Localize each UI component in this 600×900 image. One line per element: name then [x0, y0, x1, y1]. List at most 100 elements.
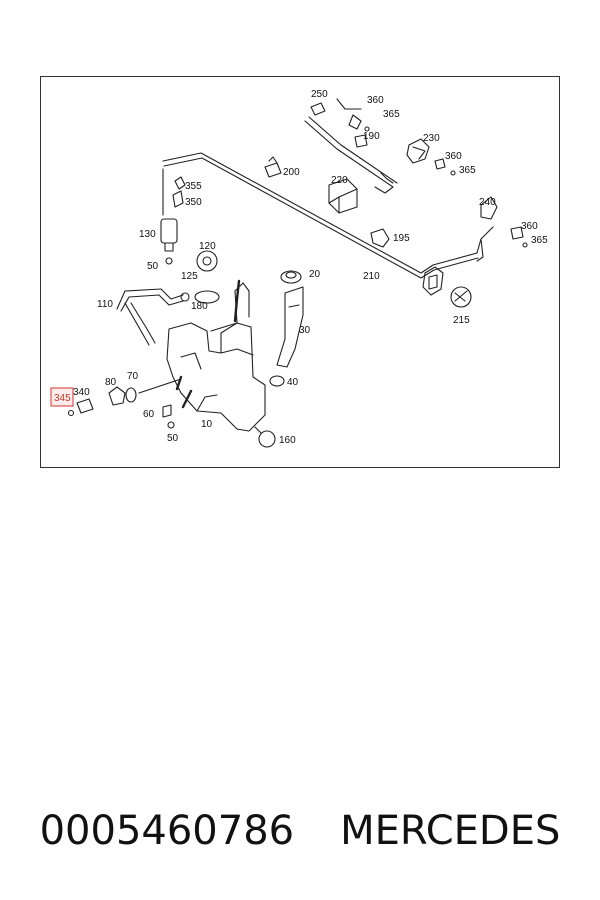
caption: 0005460786 MERCEDES — [0, 796, 600, 866]
hose-stub — [380, 172, 394, 184]
leader-250 — [336, 98, 362, 110]
cap-120-inner — [202, 256, 212, 266]
bracket-230-detail — [412, 146, 426, 160]
part-355 — [174, 176, 186, 190]
parts-diagram-svg: 345 250 360 365 190 230 360 365 200 220 … — [50, 89, 548, 448]
part-label: 10 — [201, 419, 213, 430]
clip-215 — [450, 286, 472, 308]
pump-130-base — [164, 242, 174, 252]
pump-80 — [108, 386, 126, 406]
hose-110-edge — [120, 294, 184, 312]
bracket-230 — [406, 138, 430, 164]
filler-neck-30-line — [288, 304, 300, 308]
cap-120 — [196, 250, 218, 272]
part-label: 365 — [383, 109, 400, 120]
part-360-lower — [510, 226, 524, 240]
clip-190 — [354, 134, 368, 148]
part-365-middle — [450, 170, 456, 176]
seal-70 — [125, 387, 137, 403]
clip-195 — [370, 228, 390, 248]
part-label: 20 — [309, 269, 321, 280]
arrow-neck — [233, 279, 241, 323]
washer-hose-upper-edge — [163, 157, 479, 279]
pump-130 — [160, 218, 178, 244]
hose-upper-right-edge — [308, 116, 398, 184]
pump-leader — [138, 378, 182, 394]
part-label: 250 — [311, 89, 328, 100]
brand-name: MERCEDES — [340, 808, 561, 854]
cap-20 — [280, 270, 302, 284]
part-360-upper — [348, 114, 362, 130]
part-label: 360 — [521, 221, 538, 232]
part-label: 210 — [363, 271, 380, 282]
part-label: 340 — [73, 387, 90, 398]
clip-215-detail — [454, 290, 468, 302]
filler-neck-30 — [276, 286, 304, 368]
part-label: 130 — [139, 229, 156, 240]
block-220-edge — [328, 188, 358, 204]
cap-160-leader — [254, 426, 262, 434]
part-label: 215 — [453, 315, 470, 326]
arrow-pump-left — [175, 375, 183, 391]
reservoir-10 — [166, 322, 266, 432]
part-label: 365 — [531, 235, 548, 246]
part-label: 355 — [185, 181, 202, 192]
part-50-upper — [165, 257, 173, 265]
part-number: 0005460786 — [39, 808, 295, 854]
cap-20-inner — [285, 271, 297, 279]
highlight-box — [50, 387, 74, 407]
part-345 — [67, 409, 75, 417]
part-label: 180 — [191, 301, 208, 312]
part-360-middle — [434, 158, 446, 170]
cap-160 — [258, 430, 276, 448]
part-label: 220 — [331, 175, 348, 186]
part-label: 40 — [287, 377, 299, 388]
screw-60 — [162, 404, 172, 418]
part-label: 160 — [279, 435, 296, 446]
part-label: 190 — [363, 131, 380, 142]
grommet-40 — [269, 375, 285, 387]
parts-diagram: 345 250 360 365 190 230 360 365 200 220 … — [40, 76, 560, 468]
grommet-210-inner — [428, 274, 438, 290]
part-label: 360 — [445, 151, 462, 162]
clip-200 — [264, 162, 282, 178]
part-label: 350 — [185, 197, 202, 208]
part-label: 70 — [127, 371, 139, 382]
part-label-highlighted: 345 — [54, 393, 71, 404]
hose-110 — [116, 288, 184, 310]
nozzle-240 — [480, 196, 498, 220]
washer-hose-branch — [476, 238, 484, 262]
part-label: 365 — [459, 165, 476, 176]
part-label: 120 — [199, 241, 216, 252]
part-label: 30 — [299, 325, 311, 336]
part-label: 195 — [393, 233, 410, 244]
hose-110-drop-edge — [130, 302, 156, 344]
part-label: 50 — [167, 433, 179, 444]
hose-110-drop — [124, 302, 150, 346]
part-365-upper — [364, 126, 370, 132]
reservoir-10-detail — [180, 352, 202, 370]
reservoir-10-top — [210, 322, 238, 332]
part-label: 80 — [105, 377, 117, 388]
nozzle-250 — [310, 102, 326, 116]
part-350 — [172, 190, 184, 208]
nut-50-lower — [167, 421, 175, 429]
hose-upper-right — [304, 120, 394, 194]
seal-125 — [194, 290, 220, 304]
part-365-lower — [522, 242, 528, 248]
reservoir-10-mid — [220, 348, 254, 356]
part-label: 360 — [367, 95, 384, 106]
arrow-pump-right — [181, 389, 193, 409]
part-label: 125 — [181, 271, 198, 282]
part-label: 230 — [423, 133, 440, 144]
sensor-340 — [76, 398, 94, 414]
washer-hose-upper — [162, 152, 494, 274]
part-label: 60 — [143, 409, 155, 420]
connector-180 — [180, 292, 190, 302]
part-label: 50 — [147, 261, 159, 272]
clip-200-top — [268, 156, 278, 164]
part-label: 240 — [479, 197, 496, 208]
grommet-210 — [422, 266, 444, 296]
reservoir-10-lower — [196, 394, 218, 412]
part-label: 110 — [97, 299, 113, 310]
